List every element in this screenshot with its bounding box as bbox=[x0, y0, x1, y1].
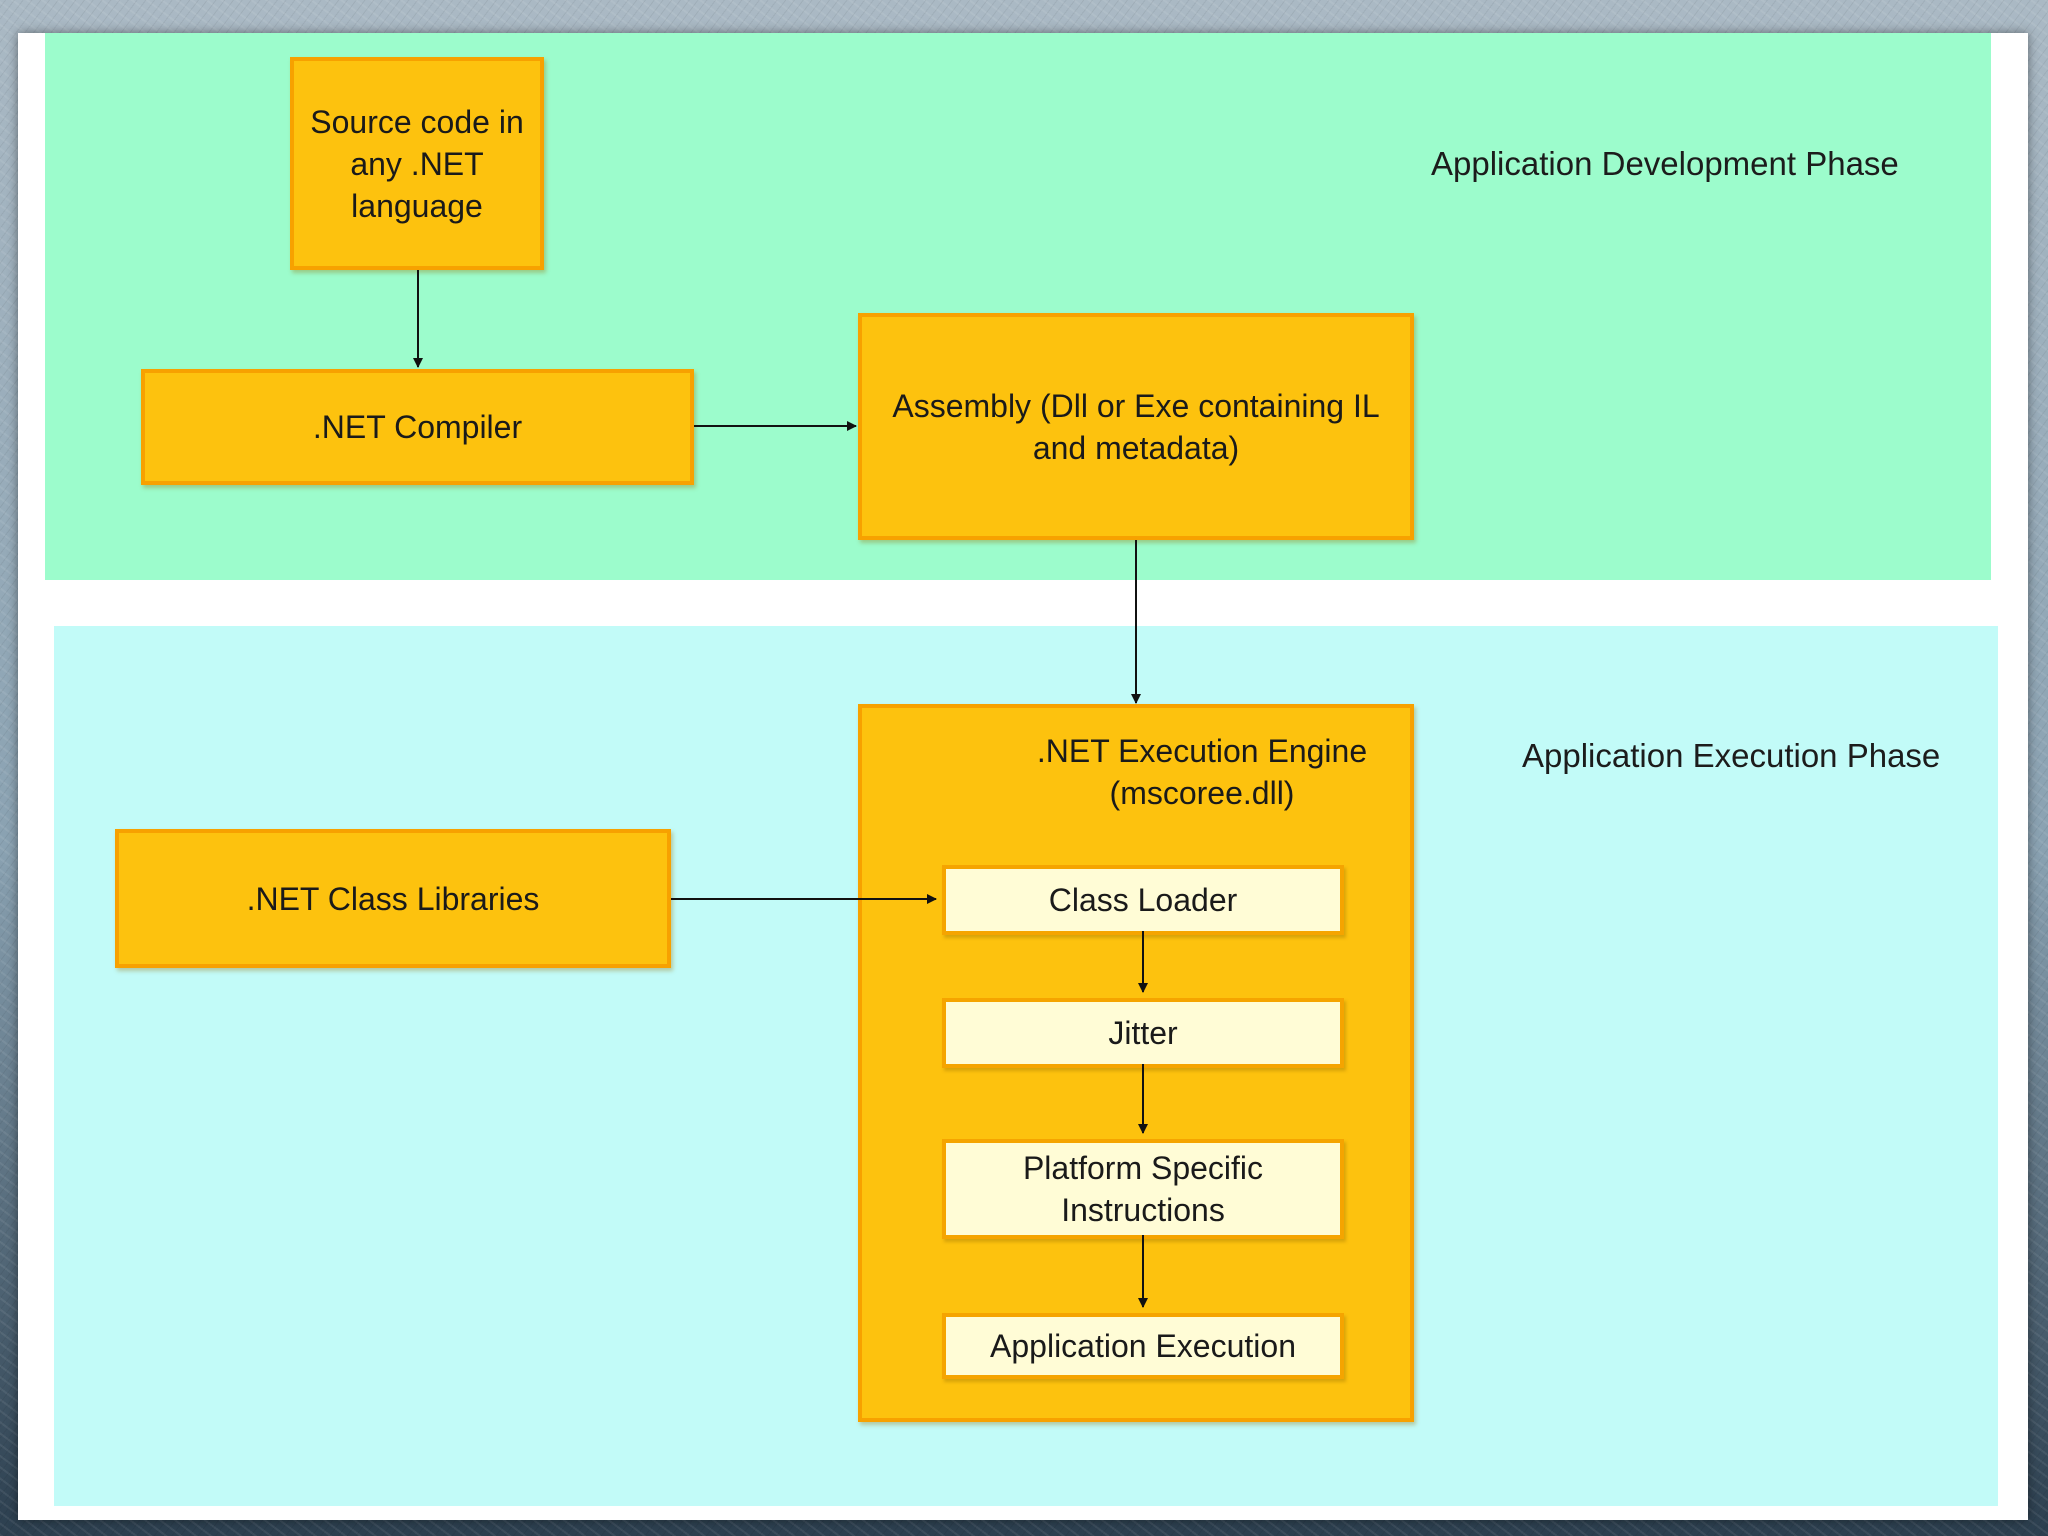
app-execution-box: Application Execution bbox=[942, 1313, 1344, 1379]
app-execution-label: Application Execution bbox=[990, 1328, 1296, 1364]
jitter-box: Jitter bbox=[942, 998, 1344, 1068]
execution-engine-label: .NET Execution Engine (mscoree.dll) bbox=[1036, 733, 1368, 811]
platform-instructions-box: Platform Specific Instructions bbox=[942, 1139, 1344, 1239]
compiler-label: .NET Compiler bbox=[312, 409, 523, 445]
assembly-label: Assembly (Dll or Exe containing IL and m… bbox=[892, 387, 1380, 466]
class-libraries-box: .NET Class Libraries bbox=[115, 829, 671, 968]
development-phase-label: Application Development Phase bbox=[1431, 145, 1899, 182]
execution-phase-label: Application Execution Phase bbox=[1522, 737, 1941, 774]
class-libraries-label: .NET Class Libraries bbox=[246, 880, 540, 917]
source-code-box: Source code in any .NET language bbox=[290, 57, 544, 270]
execution-engine-box: .NET Execution Engine (mscoree.dll) Clas… bbox=[858, 704, 1414, 1422]
class-loader-label: Class Loader bbox=[1048, 882, 1238, 918]
compiler-box: .NET Compiler bbox=[141, 369, 694, 485]
diagram-canvas: Application Development Phase Applicatio… bbox=[18, 33, 2028, 1520]
assembly-box: Assembly (Dll or Exe containing IL and m… bbox=[858, 313, 1414, 540]
jitter-label: Jitter bbox=[1108, 1015, 1178, 1051]
source-code-label: Source code in any .NET language bbox=[310, 103, 524, 224]
platform-instructions-label: Platform Specific Instructions bbox=[1022, 1150, 1264, 1228]
class-loader-box: Class Loader bbox=[942, 865, 1344, 935]
